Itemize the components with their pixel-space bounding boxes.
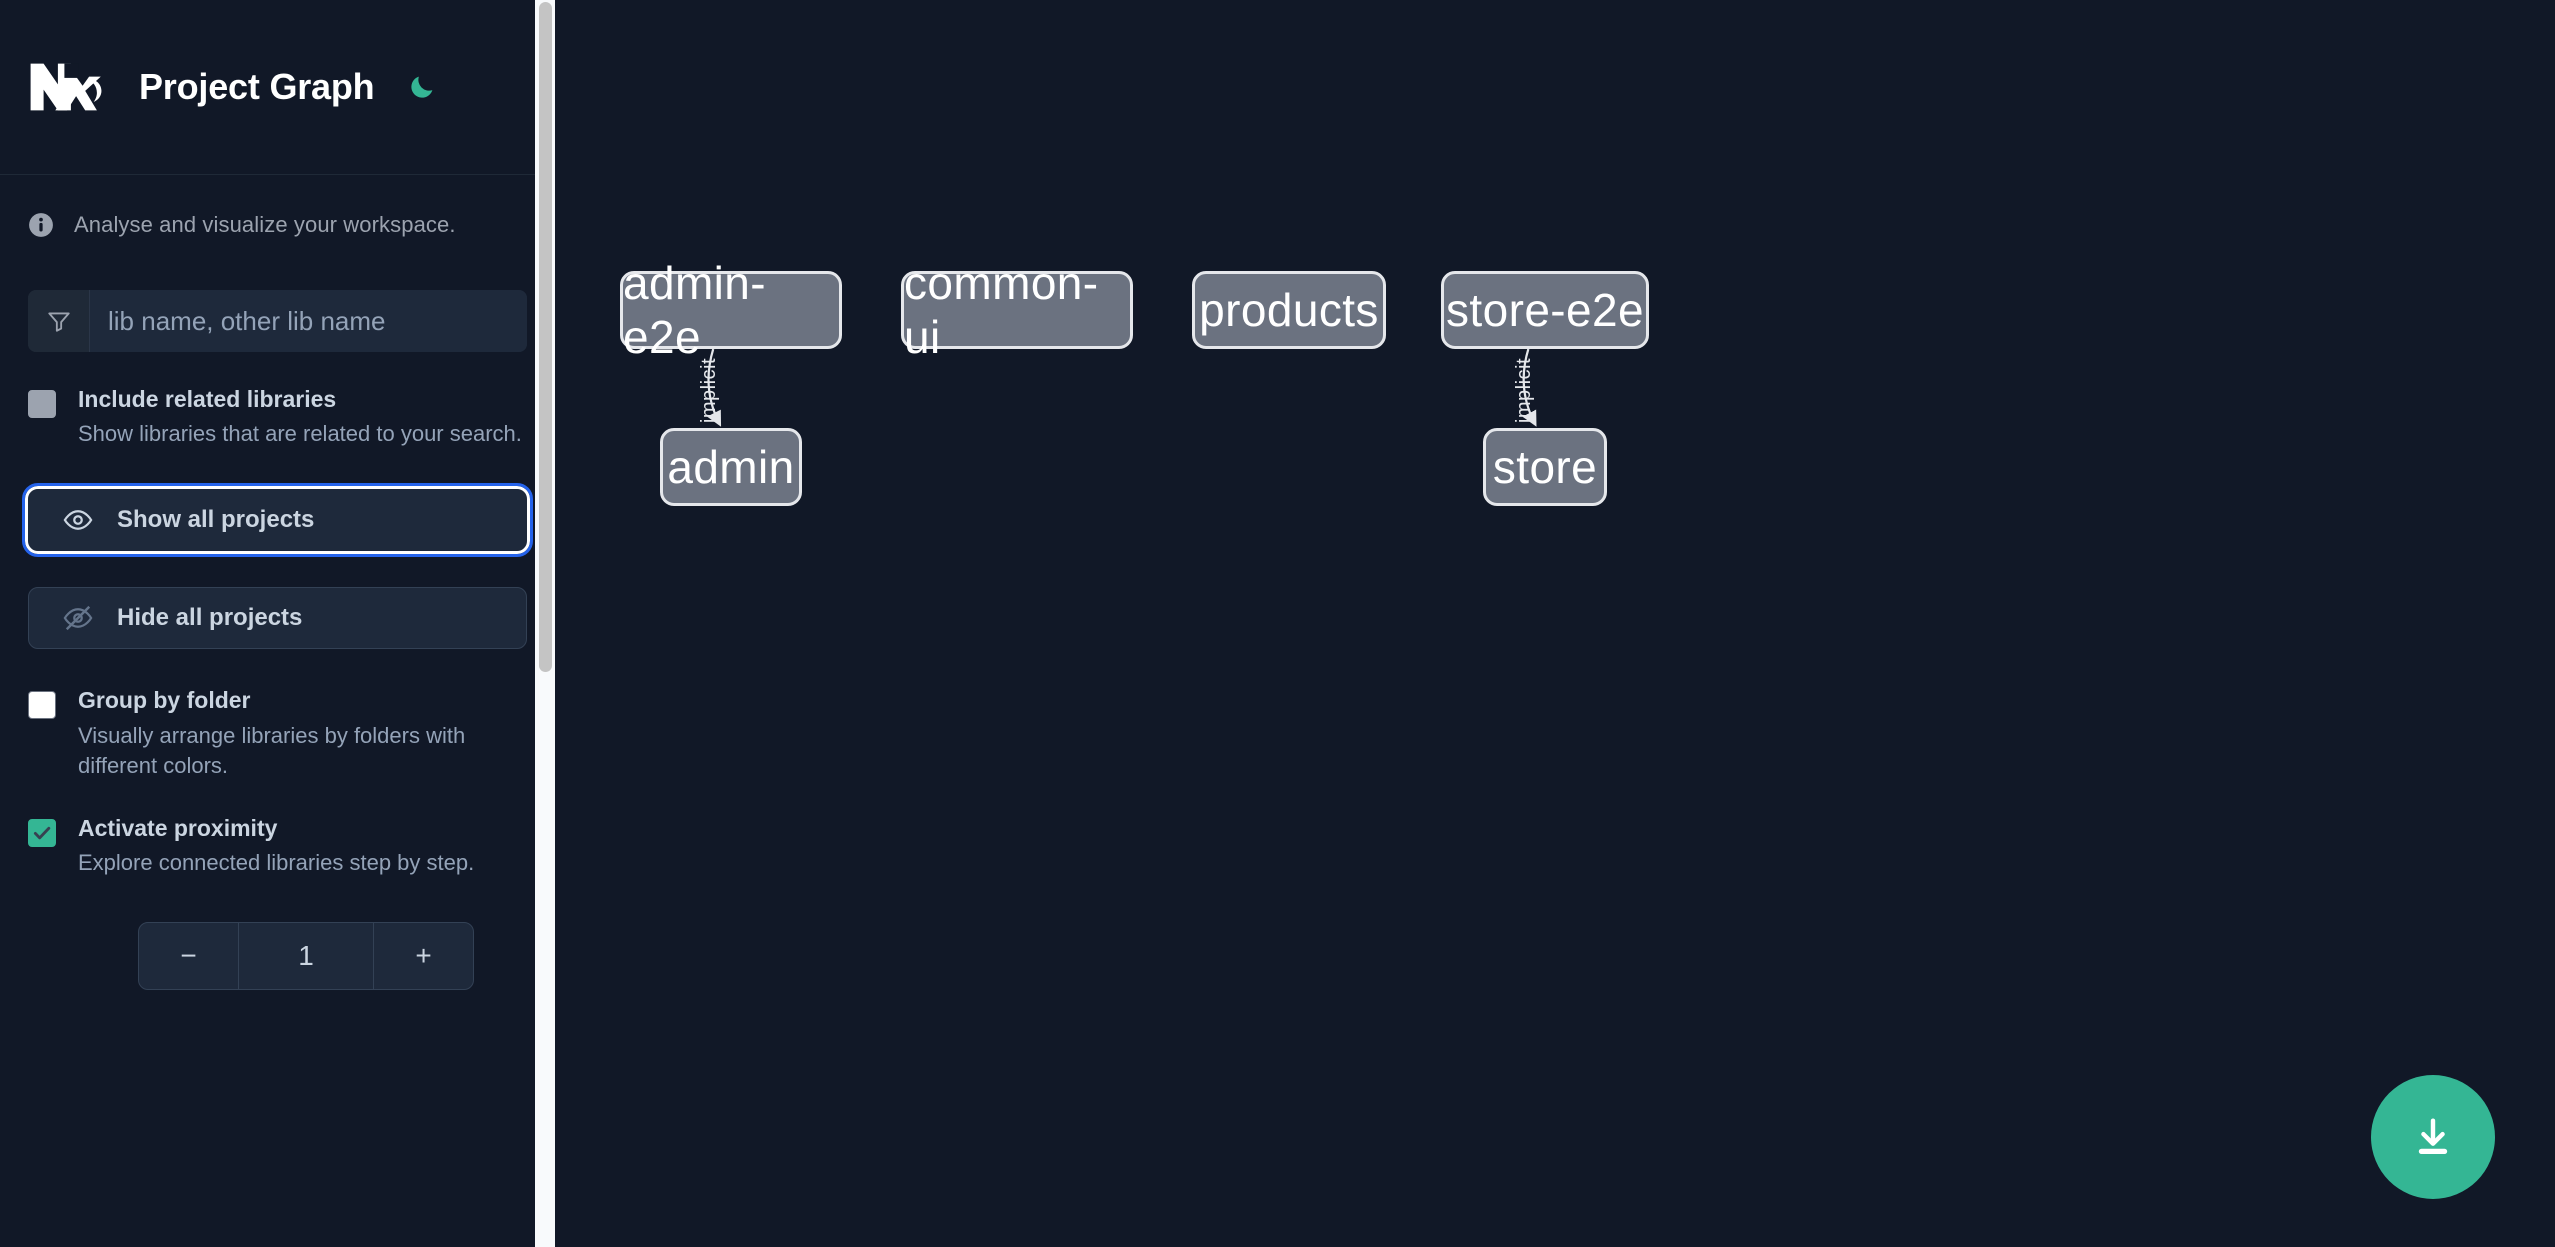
option-text: Include related libraries Show libraries… [78, 386, 522, 449]
stepper-decrement-button[interactable]: − [139, 922, 239, 989]
sidebar-header: Project Graph [0, 0, 555, 175]
graph-canvas[interactable]: admin-e2e common-ui products store-e2e admin… [555, 0, 2555, 1247]
graph-node-label: products [1199, 284, 1379, 336]
graph-node-store-e2e[interactable]: store-e2e [1441, 271, 1649, 349]
download-button[interactable] [2371, 1075, 2495, 1199]
sidebar-body: Include related libraries Show libraries… [0, 290, 555, 990]
option-description: Visually arrange libraries by folders wi… [78, 722, 466, 778]
moon-icon[interactable] [402, 67, 442, 107]
graph-node-common-ui[interactable]: common-ui [901, 257, 1133, 363]
include-related-checkbox[interactable] [28, 390, 56, 418]
option-group-by-folder[interactable]: Group by folder Visually arrange librari… [28, 687, 527, 780]
canvas-background [555, 0, 2555, 1247]
graph-node-label: store [1492, 441, 1598, 493]
option-title: Include related libraries [78, 386, 337, 412]
option-description: Explore connected libraries step by step… [78, 850, 475, 876]
hide-all-projects-button[interactable]: Hide all projects [28, 587, 527, 650]
show-all-projects-button[interactable]: Show all projects [22, 483, 533, 558]
show-all-projects-label: Show all projects [117, 506, 315, 534]
funnel-icon [28, 290, 90, 352]
option-title: Group by folder [78, 687, 251, 714]
option-description: Show libraries that are related to your … [78, 421, 522, 447]
graph-node-label: admin-e2e [623, 257, 767, 363]
graph-node-label: common-ui [904, 257, 1099, 363]
group-by-folder-checkbox[interactable] [28, 691, 56, 720]
graph-edge-label: implicit [1513, 357, 1536, 423]
stepper-value: 1 [298, 939, 314, 971]
info-icon [28, 212, 54, 238]
graph-node-label: store-e2e [1446, 284, 1644, 336]
show-all-projects-wrap: Show all projects [22, 483, 533, 558]
eye-off-icon [63, 603, 93, 633]
option-text: Activate proximity Explore connected lib… [78, 815, 474, 878]
filter-row [28, 290, 527, 352]
sidebar-notice-text: Analyse and visualize your workspace. [74, 212, 456, 237]
proximity-stepper: − 1 + [138, 921, 474, 990]
sidebar: Project Graph Analyse and visualize your… [0, 0, 555, 1247]
page-title: Project Graph [139, 66, 375, 107]
graph-node-store[interactable]: store [1483, 428, 1607, 506]
search-input[interactable] [90, 290, 527, 352]
sidebar-scrollbar-track[interactable] [535, 0, 555, 1247]
activate-proximity-checkbox[interactable] [28, 818, 56, 847]
option-text: Group by folder Visually arrange librari… [78, 687, 527, 780]
nx-logo-icon [28, 61, 106, 113]
hide-all-projects-wrap: Hide all projects [28, 587, 527, 650]
stepper-increment-button[interactable]: + [373, 922, 473, 989]
option-title: Activate proximity [78, 814, 278, 841]
hide-all-projects-label: Hide all projects [117, 604, 303, 632]
graph-node-products[interactable]: products [1192, 271, 1386, 349]
graph-node-admin[interactable]: admin [660, 428, 802, 506]
sidebar-scrollbar-thumb[interactable] [539, 2, 552, 672]
sidebar-notice: Analyse and visualize your workspace. [0, 175, 555, 275]
graph-node-label: admin [667, 441, 795, 493]
graph-edge-label: implicit [698, 357, 721, 423]
option-activate-proximity[interactable]: Activate proximity Explore connected lib… [28, 815, 527, 878]
eye-icon [63, 505, 93, 535]
graph-node-admin-e2e[interactable]: admin-e2e [620, 257, 842, 363]
option-include-related[interactable]: Include related libraries Show libraries… [28, 386, 527, 449]
